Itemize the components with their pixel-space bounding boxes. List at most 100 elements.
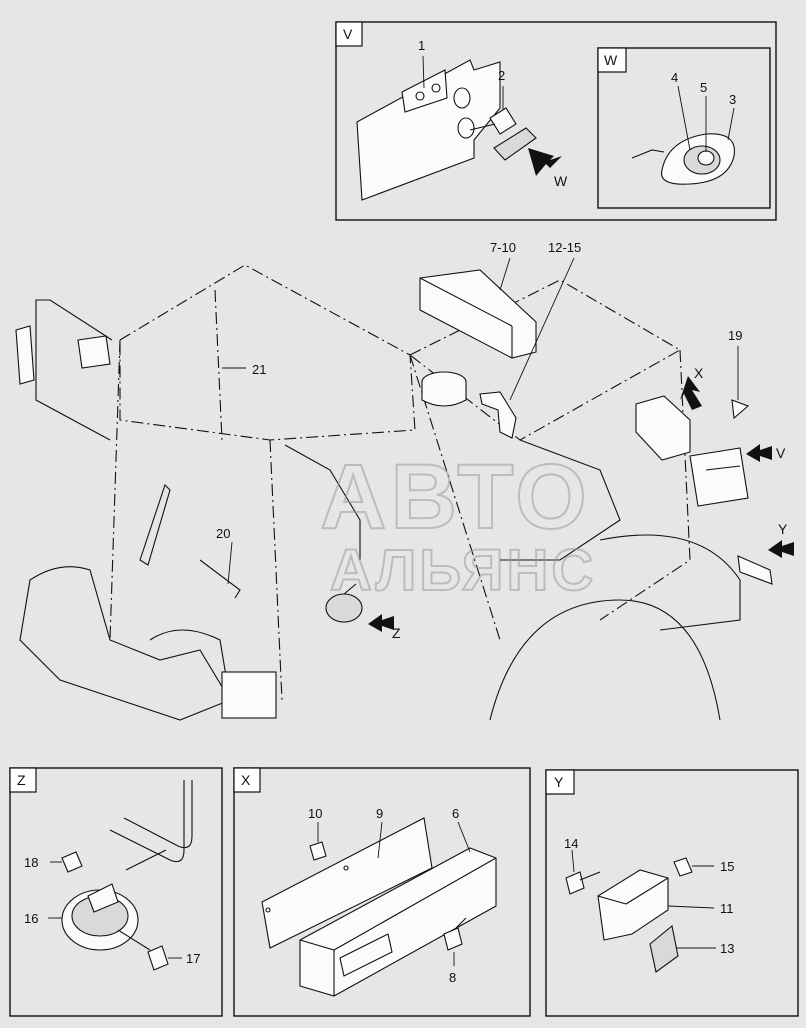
- cab-pillar-right: [409, 354, 501, 641]
- box-edge: [419, 277, 513, 327]
- view-arrow-v: [746, 444, 772, 462]
- label-8: 8: [449, 970, 456, 985]
- license-holder: [401, 69, 448, 113]
- label-12-15: 12-15: [548, 240, 581, 255]
- lamp-wire: [631, 149, 665, 159]
- front-wheel-arch: [149, 629, 231, 701]
- bolt-14: [565, 871, 585, 895]
- bolt-8: [443, 927, 463, 951]
- front-block: [221, 671, 277, 719]
- bracket-11: [597, 869, 669, 941]
- inset-z-tag: Z: [17, 772, 26, 788]
- leader-14: [571, 849, 575, 873]
- inset-w: W 4 5 3: [597, 47, 771, 209]
- inset-x-frame: [233, 767, 531, 1017]
- bracket-y: [737, 555, 773, 585]
- bolt-shank: [469, 123, 496, 131]
- inset-z-tag-box: [9, 767, 37, 793]
- bracket-11-edge: [597, 895, 627, 905]
- plate-hole: [431, 83, 441, 93]
- plate-holder-line: [705, 465, 741, 471]
- watermark-line2: АЛЬЯНС: [330, 538, 596, 603]
- inset-z: Z 18 16 17: [9, 767, 223, 1017]
- inset-w-tag-box: [597, 47, 627, 73]
- view-arrow-w: [528, 148, 562, 176]
- side-lamp: [493, 127, 537, 161]
- inset-y-tag-box: [545, 769, 575, 795]
- label-15: 15: [720, 859, 734, 874]
- leader-12-15: [509, 257, 575, 401]
- leader-20: [227, 541, 233, 585]
- door-frame: [284, 444, 361, 560]
- cab-strap: [199, 559, 241, 599]
- leader-1: [422, 55, 425, 89]
- hood-side-outline: [599, 349, 691, 621]
- inset-y-tag: Y: [554, 774, 564, 790]
- label-4: 4: [671, 70, 678, 85]
- leader-11: [667, 905, 715, 909]
- cab-roof-outline: [119, 264, 416, 441]
- label-7-10: 7-10: [490, 240, 516, 255]
- reflector-19: [731, 399, 750, 420]
- inset-x: X 10 9 6 8: [233, 767, 531, 1017]
- inset-x-tag-box: [233, 767, 261, 793]
- plate-cutout: [453, 87, 471, 109]
- nut-18: [61, 851, 83, 873]
- bracket-12-15: [479, 391, 517, 439]
- inset-v-frame: [335, 21, 777, 221]
- label-13: 13: [720, 941, 734, 956]
- nut-15: [673, 857, 693, 877]
- cab-lamp: [77, 335, 111, 369]
- horn-clamp: [87, 883, 119, 913]
- cab-pillar-front: [269, 439, 283, 701]
- label-21: 21: [252, 362, 266, 377]
- label-6: 6: [452, 806, 459, 821]
- bolt-head: [489, 107, 517, 135]
- arrow-y-label: Y: [778, 521, 788, 537]
- label-14: 14: [564, 836, 578, 851]
- rear-wheel: [489, 599, 721, 721]
- rear-lamp-x: [635, 395, 691, 461]
- leader-7-10: [499, 257, 511, 291]
- inset-y: Y 14 15 11 13: [545, 769, 799, 1017]
- leader-9: [377, 821, 383, 859]
- leader-3: [727, 107, 735, 141]
- plate-hole: [343, 865, 349, 871]
- label-20: 20: [216, 526, 230, 541]
- bolt-14-shank: [579, 871, 601, 881]
- inset-w-frame: [597, 47, 771, 209]
- label-17: 17: [186, 951, 200, 966]
- label-19: 19: [728, 328, 742, 343]
- leader-6: [457, 821, 471, 853]
- inset-w-tag: W: [604, 52, 618, 68]
- label-18: 18: [24, 855, 38, 870]
- plate-cutout: [457, 117, 475, 139]
- main-view: 7-10 12-15 19 21 20 X V Y Z: [15, 240, 794, 721]
- bolt-10: [309, 841, 327, 861]
- arrow-x-label: X: [694, 365, 704, 381]
- lamp-lens-6: [339, 933, 393, 977]
- label-9: 9: [376, 806, 383, 821]
- horn-arm: [125, 849, 167, 871]
- reflector-13: [649, 924, 679, 973]
- front-loader: [19, 566, 231, 721]
- bolt-8-shank: [455, 917, 467, 929]
- cab-handle: [139, 483, 171, 566]
- watermark: АВТО АЛЬЯНС: [319, 445, 596, 604]
- arrow-z-label: Z: [392, 625, 401, 641]
- rear-counterweight: [599, 534, 741, 631]
- cab-center-line: [214, 289, 223, 441]
- plate-hole: [265, 907, 271, 913]
- rear-fender: [500, 439, 621, 561]
- label-3: 3: [729, 92, 736, 107]
- inset-v-tag-box: [335, 21, 363, 47]
- lamp-bulb: [697, 150, 715, 166]
- work-lamp-box: [419, 269, 537, 359]
- plate-hole: [415, 91, 425, 101]
- view-arrow-z: [368, 614, 394, 632]
- label-16: 16: [24, 911, 38, 926]
- inset-x-tag: X: [241, 772, 251, 788]
- inset-v: V 1 2 W W 4 5: [335, 21, 777, 221]
- inset-v-tag: V: [343, 26, 353, 42]
